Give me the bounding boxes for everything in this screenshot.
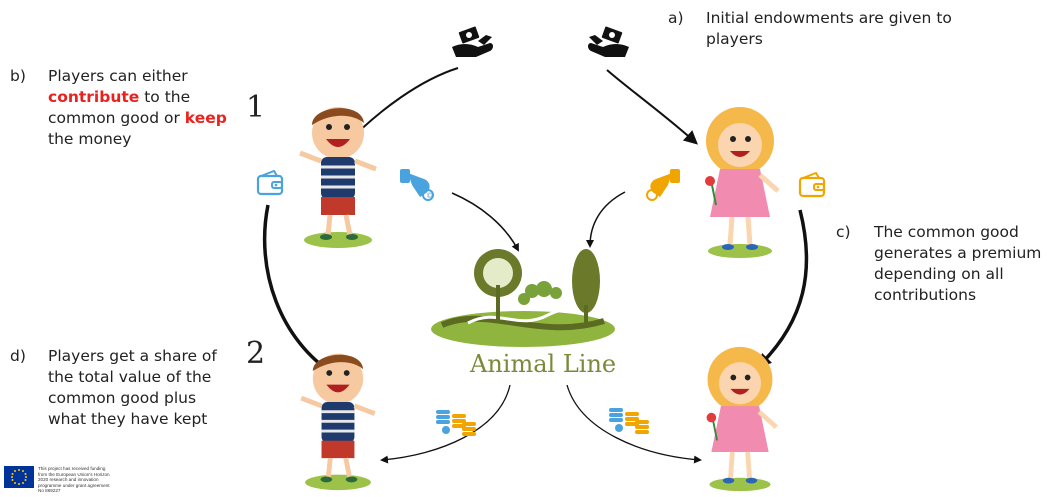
step-c-letter: c) bbox=[836, 223, 851, 241]
step-b: b) Players can either contribute to the … bbox=[10, 66, 255, 158]
common-good-logo bbox=[431, 249, 615, 347]
step-a-letter: a) bbox=[668, 9, 684, 27]
coins-stack-icon bbox=[436, 410, 476, 436]
step-d-letter: d) bbox=[10, 347, 26, 365]
card-payment-icon: © bbox=[400, 169, 434, 201]
step-b-keep-highlight: keep bbox=[184, 109, 227, 127]
step-b-mid: to the common good or bbox=[48, 88, 191, 127]
arrow-share-player1 bbox=[380, 384, 511, 464]
step-b-pre: Players can either bbox=[48, 67, 188, 85]
step-b-post: the money bbox=[48, 130, 132, 148]
step-c: c) The common good generates a premium d… bbox=[836, 222, 1041, 314]
card-payment-icon bbox=[646, 169, 680, 201]
arrow-endowment-player2 bbox=[606, 69, 698, 145]
arrow-share-player2 bbox=[566, 384, 702, 464]
step-b-contribute-highlight: contribute bbox=[48, 88, 140, 106]
coins-stack-icon bbox=[609, 408, 649, 434]
step-a: a) Initial endowments are given to playe… bbox=[668, 8, 998, 52]
player-1-boy-illustration bbox=[300, 353, 376, 491]
step-a-text: Initial endowments are given to players bbox=[706, 9, 952, 48]
player-2-girl-illustration bbox=[706, 346, 778, 492]
round-number-1: 1 bbox=[246, 90, 266, 125]
step-d: d) Players get a share of the total valu… bbox=[10, 346, 250, 438]
hand-money-icon bbox=[588, 26, 629, 57]
wallet-icon bbox=[798, 172, 826, 198]
step-b-text: Players can either contribute to the com… bbox=[48, 66, 248, 150]
hand-money-icon bbox=[452, 26, 493, 57]
common-good-logo-text: Animal Line bbox=[470, 350, 617, 378]
arrow-p2-contribute bbox=[586, 191, 626, 248]
step-d-text: Players get a share of the total value o… bbox=[48, 347, 217, 428]
player-1-boy-illustration bbox=[299, 107, 377, 248]
player-2-girl-illustration bbox=[705, 107, 780, 258]
arrow-p1-contribute bbox=[451, 192, 519, 252]
step-c-text: The common good generates a premium depe… bbox=[874, 223, 1042, 304]
step-b-letter: b) bbox=[10, 67, 26, 85]
arrow-p2-keep bbox=[757, 209, 809, 368]
eu-flag-icon bbox=[4, 466, 34, 488]
wallet-icon bbox=[256, 170, 284, 196]
arrow-p1-keep bbox=[262, 204, 339, 378]
eu-funding-notice: This project has received funding from t… bbox=[38, 466, 110, 494]
round-number-2: 2 bbox=[246, 336, 266, 371]
svg-text:©: © bbox=[426, 192, 433, 200]
